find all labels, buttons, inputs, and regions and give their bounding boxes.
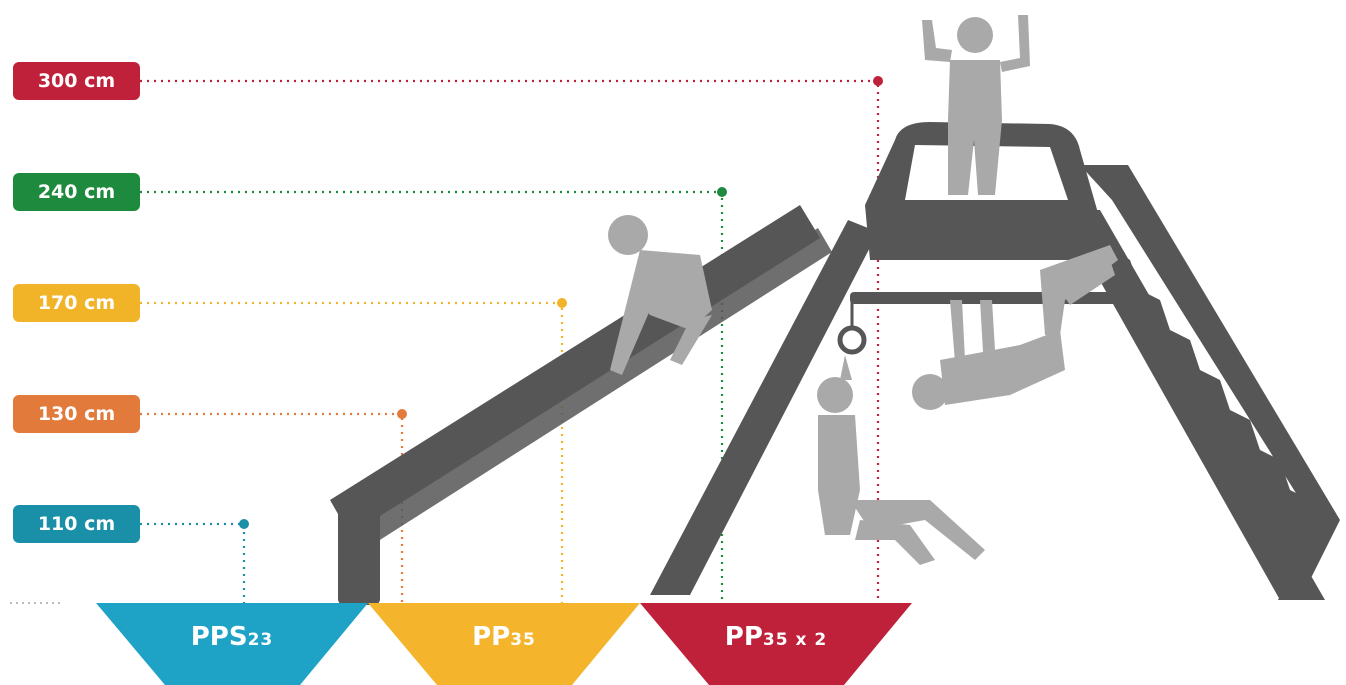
height-tag-300: 300 cm: [13, 62, 140, 100]
guide-dot-300: [873, 76, 883, 86]
zone-pp35x2-sub: 35 x 2: [762, 630, 828, 650]
zone-pp35-shape: [368, 603, 640, 685]
zone-pp35-main: PP: [472, 622, 511, 652]
zone-pp35-sub: 35: [510, 630, 536, 650]
front-leg: [338, 505, 380, 605]
ramp-rail: [358, 228, 832, 545]
guide-lines: [140, 76, 883, 603]
guide-dot-130: [397, 409, 407, 419]
child-standing-figure: [922, 15, 1030, 195]
zone-pp35x2-main: PP: [724, 622, 763, 652]
zone-pps23-sub: 23: [247, 630, 274, 650]
height-tag-170: 170 cm: [13, 284, 140, 322]
height-tag-110: 110 cm: [13, 505, 140, 543]
middle-leg: [650, 220, 878, 595]
gym-ring: [837, 325, 867, 355]
height-tag-240: 240 cm: [13, 173, 140, 211]
height-tag-130: 130 cm: [13, 395, 140, 433]
guide-dot-170: [557, 298, 567, 308]
zone-pps23-shape: [96, 603, 368, 685]
child-climbing-figure: [608, 215, 712, 375]
zone-pps23-main: PPS: [190, 622, 248, 652]
child-ring-figure: [817, 355, 985, 565]
guide-line-110: [140, 522, 246, 603]
guide-line-300: [140, 79, 880, 603]
child-hanging-figure: [912, 245, 1118, 410]
zone-pp35x2-shape: [640, 603, 912, 685]
back-leg: [1060, 210, 1325, 600]
zones: [96, 603, 912, 685]
guide-dot-110: [239, 519, 249, 529]
child-figures: [608, 15, 1118, 565]
slide-outer: [1080, 165, 1340, 600]
guide-dot-240: [717, 187, 727, 197]
